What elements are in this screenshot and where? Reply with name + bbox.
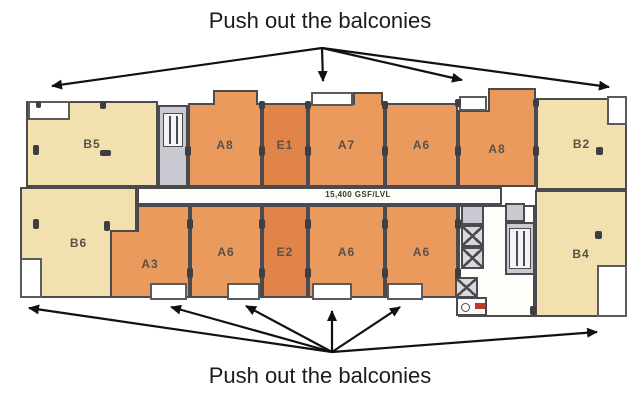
door-mark [530, 306, 536, 315]
balcony-notch-bottom-2 [227, 283, 260, 300]
arrow-line [170, 304, 333, 354]
unit-e2-label: E2 [276, 244, 294, 259]
door-mark [595, 231, 602, 239]
door-mark [533, 99, 539, 107]
elevator-1-icon [461, 225, 484, 247]
balcony-notch-b2 [607, 96, 627, 125]
arrow-line [51, 46, 323, 90]
balcony-notch-bottom-3 [312, 283, 352, 300]
door-mark [382, 146, 388, 156]
elevator-3-icon [455, 277, 478, 298]
shaft-block-right [505, 203, 525, 222]
elevator-2-icon [461, 247, 484, 269]
unit-a8-left-label: A8 [216, 138, 234, 152]
door-mark [596, 147, 603, 155]
unit-a8-right: A8 [458, 110, 536, 187]
unit-b5-label: B5 [83, 137, 101, 151]
door-mark [533, 146, 539, 156]
balcony-notch-bottom-1 [150, 283, 187, 300]
arrow-line [331, 306, 401, 353]
unit-a3-label: A3 [141, 257, 159, 271]
unit-e2: E2 [262, 205, 308, 298]
balcony-notch-b4 [597, 265, 627, 317]
unit-a6-bottom-3: A6 [385, 205, 458, 298]
door-mark [185, 146, 191, 156]
shaft-block-top [461, 205, 484, 225]
unit-a3-upper [137, 205, 190, 232]
door-mark [259, 101, 265, 109]
unit-a8-right-label: A8 [488, 141, 506, 156]
unit-a6-bottom-2: A6 [308, 205, 385, 298]
unit-a6-bottom-1-label: A6 [217, 244, 235, 259]
arrow-line [245, 305, 333, 353]
door-mark [187, 219, 193, 229]
door-mark [259, 219, 265, 229]
top-arrow-group [51, 46, 610, 91]
door-mark [382, 219, 388, 229]
door-mark [455, 219, 461, 229]
door-mark [187, 268, 193, 278]
unit-a7: A7 [308, 103, 385, 187]
balcony-notch-b6 [20, 258, 42, 298]
balcony-notch-bottom-4 [387, 283, 423, 300]
unit-b6-label: B6 [69, 235, 88, 250]
door-mark [455, 146, 461, 156]
door-mark [100, 150, 111, 156]
balcony-notch-top-right [459, 96, 487, 111]
arrow-line [28, 304, 333, 354]
door-mark [455, 99, 461, 107]
door-mark [104, 221, 110, 231]
unit-e1-label: E1 [276, 138, 294, 152]
unit-b2-label: B2 [572, 137, 591, 151]
door-mark [305, 219, 311, 229]
corridor [137, 187, 502, 205]
unit-e1: E1 [262, 103, 308, 187]
door-mark [382, 268, 388, 278]
unit-b4-label: B4 [572, 246, 590, 261]
balcony-notch-b5 [28, 101, 70, 120]
door-mark [259, 268, 265, 278]
unit-a7-label: A7 [337, 138, 356, 152]
stair-flight-top [163, 113, 183, 147]
arrow-line [321, 46, 463, 83]
service-room [456, 297, 487, 316]
door-mark [36, 101, 41, 108]
door-mark [305, 146, 311, 156]
unit-a8-right-bump [488, 88, 536, 112]
arrow-line [331, 327, 598, 354]
stair-flight-bottom [509, 228, 531, 269]
door-mark [305, 268, 311, 278]
door-mark [455, 268, 461, 278]
door-mark [33, 219, 39, 229]
bottom-annotation-text: Push out the balconies [208, 363, 432, 388]
service-room-red-tag [475, 303, 485, 309]
door-mark [259, 146, 265, 156]
unit-a8-left-bump [213, 90, 258, 105]
unit-a7-bump [353, 92, 383, 105]
unit-a6-bottom-1: A6 [190, 205, 262, 298]
top-annotation-text: Push out the balconies [208, 8, 432, 33]
door-mark [100, 101, 106, 109]
corridor-gsf-label: 15,400 GSF/LVL [325, 190, 391, 199]
unit-a6-bottom-3-label: A6 [412, 244, 431, 259]
unit-a6-top: A6 [385, 103, 458, 187]
door-mark [382, 101, 388, 109]
fixture-circle-icon [461, 303, 470, 312]
unit-a6-top-label: A6 [412, 138, 431, 152]
arrow-line [317, 47, 328, 82]
arrow-line [321, 46, 610, 91]
balcony-notch-top-center [311, 92, 353, 106]
unit-a6-bottom-2-label: A6 [337, 244, 356, 259]
unit-a8-left: A8 [188, 103, 262, 187]
door-mark [305, 101, 311, 109]
door-mark [33, 145, 39, 155]
